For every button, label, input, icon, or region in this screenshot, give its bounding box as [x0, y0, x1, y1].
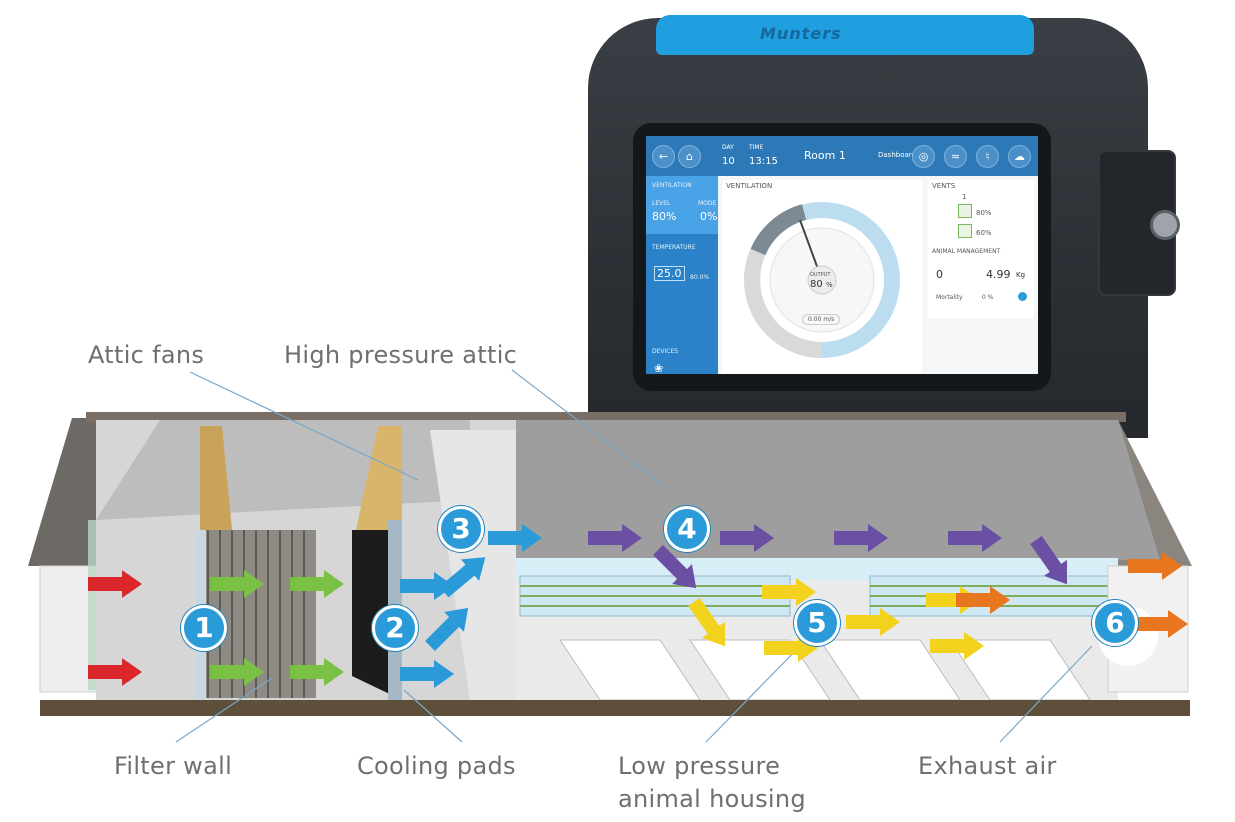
vent-level-bar-2	[958, 224, 972, 238]
temperature-value: 25.0	[654, 266, 685, 281]
day-value: 10	[722, 156, 735, 167]
level-label: LEVEL	[652, 200, 671, 207]
callout-1: 1	[181, 605, 227, 651]
roof-left	[28, 418, 96, 566]
output-value: 80	[810, 279, 823, 290]
exhaust-arrows	[956, 552, 1188, 638]
time-label: TIME	[749, 144, 764, 151]
dashboard-label[interactable]: Dashboard	[878, 151, 916, 159]
back-icon[interactable]: ←	[652, 145, 675, 168]
label-attic-fans: Attic fans	[88, 341, 205, 369]
leader-attic-fans	[189, 371, 419, 481]
vent-row-1: 80%	[976, 209, 992, 217]
label-filter-wall: Filter wall	[114, 752, 233, 780]
vents-panel[interactable]: VENTS 1 80% 60%	[928, 180, 1034, 246]
mode-label: MODE	[698, 200, 717, 207]
ventilation-title: VENTILATION	[652, 182, 692, 189]
intake-arrows	[88, 570, 142, 686]
time-value: 13:15	[749, 156, 778, 167]
screen-sidebar: VENTILATION LEVEL 80% MODE 0% TEMPERATUR…	[646, 176, 718, 374]
vent-row-2: 60%	[976, 229, 992, 237]
barn-icon[interactable]: ⌂	[678, 145, 701, 168]
vents-group: 1	[962, 193, 967, 201]
leader-high-pressure	[511, 369, 665, 487]
ventilation-panel: VENTILATION OUTPUT 80 % 0.00 m/s	[722, 180, 922, 374]
device-top-accent	[656, 15, 1034, 55]
callout-6: 6	[1092, 600, 1138, 646]
weight-unit: Kg	[1016, 271, 1026, 279]
brand-logo: Munters	[760, 24, 842, 43]
mortality-label: Mortality	[936, 294, 963, 301]
callout-2: 2	[372, 605, 418, 651]
label-exhaust-air: Exhaust air	[918, 752, 1057, 780]
day-label: DAY	[722, 144, 734, 151]
wood-baffle-2	[356, 426, 402, 530]
cloud-icon[interactable]: ☁	[1008, 145, 1031, 168]
callout-4: 4	[664, 506, 710, 552]
controller-screen: ← ⌂ DAY 10 TIME 13:15 Room 1 Dashboard ◎…	[646, 136, 1038, 374]
vent-level-bar-1	[958, 204, 972, 218]
temperature-title[interactable]: TEMPERATURE	[652, 244, 696, 251]
filtered-arrows	[210, 570, 344, 686]
ground	[40, 700, 1190, 716]
fan-icon: ❀	[654, 362, 664, 374]
callout-5: 5	[794, 600, 840, 646]
label-low-pressure-line1: Low pressure	[618, 752, 781, 780]
level-value: 80%	[652, 210, 677, 223]
leader-low-pressure	[705, 639, 807, 743]
label-cooling-pads: Cooling pads	[357, 752, 516, 780]
wifi-icon[interactable]: ≈	[944, 145, 967, 168]
room-name[interactable]: Room 1	[804, 149, 846, 162]
wood-baffle-1	[200, 426, 232, 530]
leader-filter-wall	[175, 677, 273, 743]
output-unit: %	[826, 281, 833, 289]
animal-title: ANIMAL MANAGEMENT	[932, 248, 1001, 255]
ventilation-panel-title: VENTILATION	[726, 182, 773, 190]
globe-icon[interactable]: ◎	[912, 145, 935, 168]
humidity-value: 80.0%	[690, 274, 710, 281]
mode-value: 0%	[700, 210, 718, 223]
screen-header: ← ⌂ DAY 10 TIME 13:15 Room 1 Dashboard ◎…	[646, 136, 1038, 176]
animal-count: 0	[936, 268, 943, 281]
device-knob	[1150, 210, 1180, 240]
label-low-pressure-line2: animal housing	[618, 785, 806, 813]
bell-icon[interactable]: ♮	[976, 145, 999, 168]
attic-arrows	[588, 524, 1079, 599]
label-high-pressure-attic: High pressure attic	[284, 341, 518, 369]
animal-weight: 4.99	[986, 268, 1011, 281]
output-label: OUTPUT	[810, 272, 831, 278]
ventilation-gauge	[744, 202, 900, 358]
leader-cooling-pads	[403, 689, 463, 743]
callout-3: 3	[438, 506, 484, 552]
roof-edge	[86, 412, 1126, 422]
info-icon[interactable]	[1018, 292, 1027, 301]
leader-exhaust	[999, 645, 1093, 743]
sidebar-ventilation[interactable]: VENTILATION LEVEL 80% MODE 0%	[646, 176, 718, 234]
vents-title: VENTS	[932, 182, 956, 190]
mortality-value: 0 %	[982, 294, 994, 301]
air-speed: 0.00 m/s	[802, 314, 841, 325]
animal-management-panel[interactable]: ANIMAL MANAGEMENT 0 4.99 Kg Mortality 0 …	[928, 246, 1034, 318]
devices-title[interactable]: DEVICES	[652, 348, 679, 355]
